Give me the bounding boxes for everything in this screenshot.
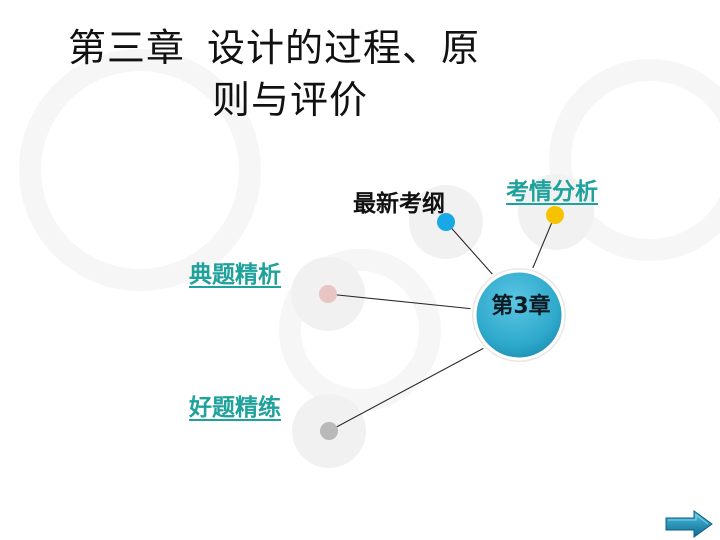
slide-title: 第三章设计的过程、原 则与评价 [68, 22, 548, 126]
dot-examples [319, 285, 337, 303]
title-line-2: 则与评价 [212, 78, 369, 122]
connector-analysis [531, 214, 556, 271]
hub-circle [473, 269, 565, 361]
dot-practice [320, 422, 338, 440]
next-slide-button[interactable] [664, 509, 714, 539]
dot-latest-outline [437, 213, 455, 231]
connector-latest-outline [445, 221, 495, 277]
connector-practice [328, 347, 485, 432]
arrow-right-icon [665, 510, 713, 538]
node-label-analysis[interactable]: 考情分析 [506, 179, 598, 205]
node-label-practice[interactable]: 好题精练 [189, 395, 281, 421]
hub-label[interactable]: 第3章 [491, 294, 551, 319]
title-chapter: 第三章 [68, 26, 186, 70]
node-label-latest-outline[interactable]: 最新考纲 [353, 191, 445, 217]
dot-analysis [546, 206, 564, 224]
title-topic: 设计的过程、原 [207, 26, 481, 70]
connector-examples [327, 293, 475, 310]
node-label-examples[interactable]: 典题精析 [189, 262, 281, 288]
